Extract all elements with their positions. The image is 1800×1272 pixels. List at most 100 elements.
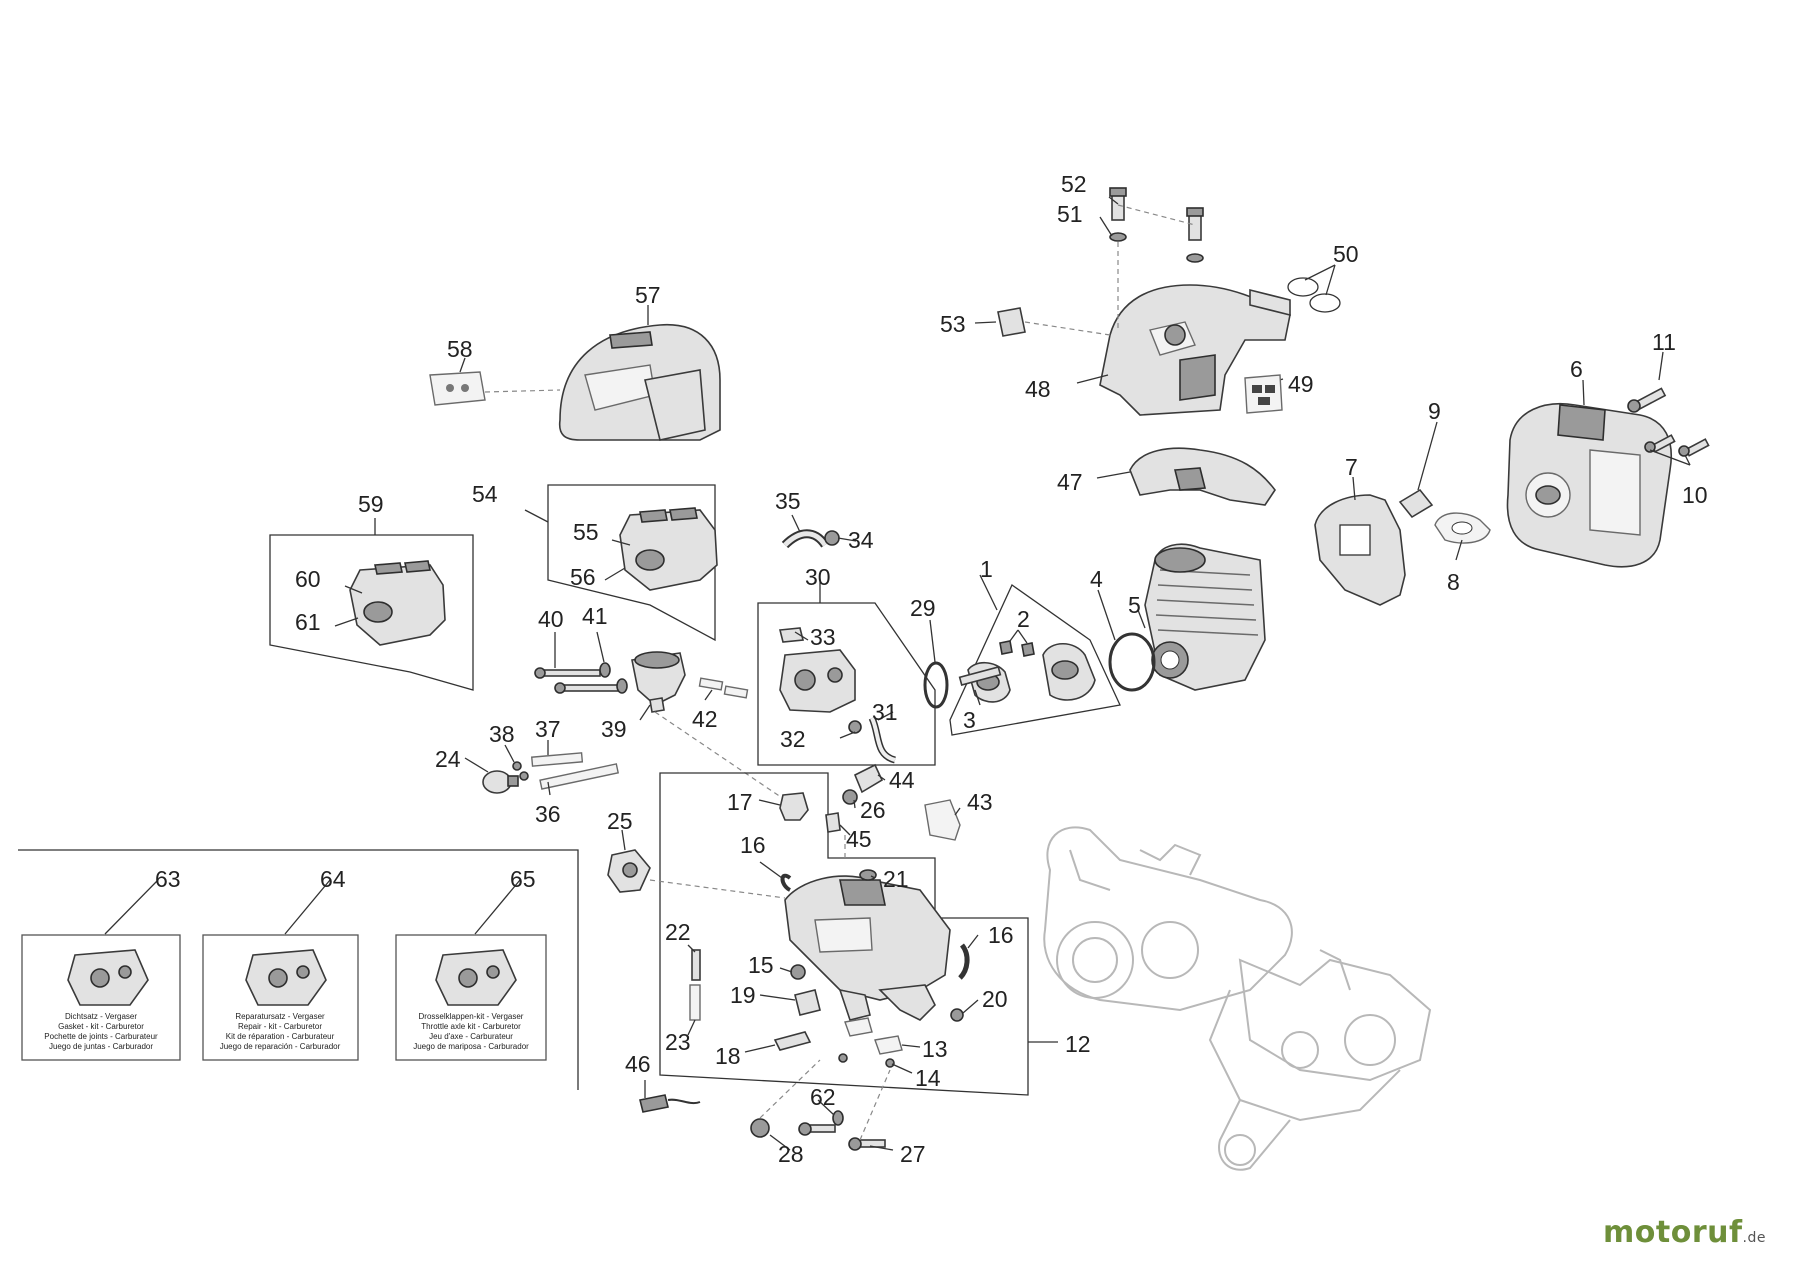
part-55-filter: [619, 507, 718, 591]
part-3-screw: [958, 665, 1002, 687]
part-8-gasket: [1434, 512, 1491, 544]
part-32-fitting: [848, 720, 862, 734]
callout-numbers: 1 2 3 4 5 6 7 8 9 10 11 12 13 14 15 16 1…: [155, 171, 1708, 1167]
kit-64-repair-kit: Reparatursatz - Vergaser Repair - kit - …: [202, 879, 359, 1061]
part-2-nuts: [999, 640, 1035, 657]
kit-63-line-3: Pochette de joints - Carburateur: [44, 1032, 158, 1041]
part-41-washers: [599, 662, 628, 694]
part-14-screws: [838, 1053, 895, 1068]
part-28-nut: [750, 1118, 770, 1138]
part-53-sleeve: [997, 307, 1026, 337]
kit-65-line-4: Juego de mariposa - Carburador: [413, 1042, 529, 1051]
part-52-screws: [1109, 187, 1204, 241]
part-34-fitting: [824, 530, 840, 546]
callout-38: 38: [489, 721, 515, 747]
part-22-23-pins: [689, 949, 701, 1021]
part-46-filter: [639, 1094, 701, 1113]
callout-47: 47: [1057, 469, 1083, 495]
part-11-screw: [1627, 387, 1667, 413]
kit-64-line-4: Juego de reparación - Carburador: [220, 1042, 341, 1051]
callout-26: 26: [860, 797, 886, 823]
part-50-o-rings: [1287, 277, 1341, 313]
callout-17: 17: [727, 789, 753, 815]
part-48-shroud: [1099, 284, 1291, 416]
callout-1: 1: [980, 556, 993, 582]
callout-56: 56: [570, 564, 596, 590]
callout-10: 10: [1682, 482, 1708, 508]
part-43-bracket: [924, 799, 961, 841]
callout-49: 49: [1288, 371, 1314, 397]
callout-16b: 16: [988, 922, 1014, 948]
callout-29: 29: [910, 595, 936, 621]
callout-53: 53: [940, 311, 966, 337]
callout-65: 65: [510, 866, 536, 892]
callout-32: 32: [780, 726, 806, 752]
brand-name: motoruf: [1603, 1215, 1743, 1250]
part-33-carburetor: [778, 627, 856, 713]
callout-34: 34: [848, 527, 874, 553]
kit-64-line-3: Kit de réparation - Carburateur: [226, 1032, 335, 1041]
callout-64: 64: [320, 866, 346, 892]
kit-63-line-1: Dichtsatz - Vergaser: [65, 1012, 137, 1021]
part-10-screws: [1644, 434, 1710, 457]
brand-suffix: .de: [1742, 1230, 1766, 1246]
part-18-bracket: [773, 1031, 812, 1051]
kit-63-line-4: Juego de juntas - Carburador: [49, 1042, 153, 1051]
callout-13: 13: [922, 1036, 948, 1062]
part-21-nut: [859, 869, 877, 881]
part-5-cylinder: [1144, 543, 1266, 691]
crankcase-ghost: [1043, 826, 1432, 1171]
part-45-sleeve: [825, 812, 841, 833]
callout-30: 30: [805, 564, 831, 590]
callout-43: 43: [967, 789, 993, 815]
kit-65-line-1: Drosselklappen-kit - Vergaser: [419, 1012, 524, 1021]
part-16-clip-a: [780, 873, 792, 892]
callout-24: 24: [435, 746, 461, 772]
part-44-fitting: [853, 763, 884, 794]
kit-65-throttle-kit: Drosselklappen-kit - Vergaser Throttle a…: [395, 879, 547, 1061]
callout-31: 31: [872, 699, 898, 725]
callout-35: 35: [775, 488, 801, 514]
callout-39: 39: [601, 716, 627, 742]
callout-20: 20: [982, 986, 1008, 1012]
callout-28: 28: [778, 1141, 804, 1167]
part-30-frame: [757, 602, 936, 766]
part-54-frame: [547, 484, 716, 642]
callout-61: 61: [295, 609, 321, 635]
part-20-nut: [950, 1008, 964, 1022]
callout-23: 23: [665, 1029, 691, 1055]
part-38-fittings: [512, 761, 529, 781]
callout-44: 44: [889, 767, 915, 793]
part-27-screws: [798, 1122, 886, 1151]
callout-40: 40: [538, 606, 564, 632]
callout-19: 19: [730, 982, 756, 1008]
part-58-decal: [429, 371, 486, 406]
callout-16a: 16: [740, 832, 766, 858]
kit-section-frame: [18, 849, 579, 1090]
callout-7: 7: [1345, 454, 1358, 480]
callout-62: 62: [810, 1084, 836, 1110]
callout-41: 41: [582, 603, 608, 629]
part-60-air-filter: [349, 560, 446, 646]
callout-50: 50: [1333, 241, 1359, 267]
callout-36: 36: [535, 801, 561, 827]
part-47-heat-shield: [1129, 447, 1276, 506]
callout-42: 42: [692, 706, 718, 732]
brand-watermark: motoruf.de: [1603, 1215, 1766, 1250]
callout-63: 63: [155, 866, 181, 892]
part-39-intake: [631, 651, 686, 713]
kit-64-line-1: Reparatursatz - Vergaser: [235, 1012, 325, 1021]
callout-37: 37: [535, 716, 561, 742]
callout-57: 57: [635, 282, 661, 308]
part-31-hose: [868, 716, 897, 764]
callout-18: 18: [715, 1043, 741, 1069]
callout-58: 58: [447, 336, 473, 362]
callout-3: 3: [963, 707, 976, 733]
part-16-clip-b: [958, 943, 970, 980]
part-36-hose: [539, 763, 620, 790]
part-51-washers: [1109, 232, 1204, 263]
part-25-valve: [607, 849, 651, 893]
callout-11: 11: [1652, 329, 1676, 355]
callout-5: 5: [1128, 592, 1141, 618]
